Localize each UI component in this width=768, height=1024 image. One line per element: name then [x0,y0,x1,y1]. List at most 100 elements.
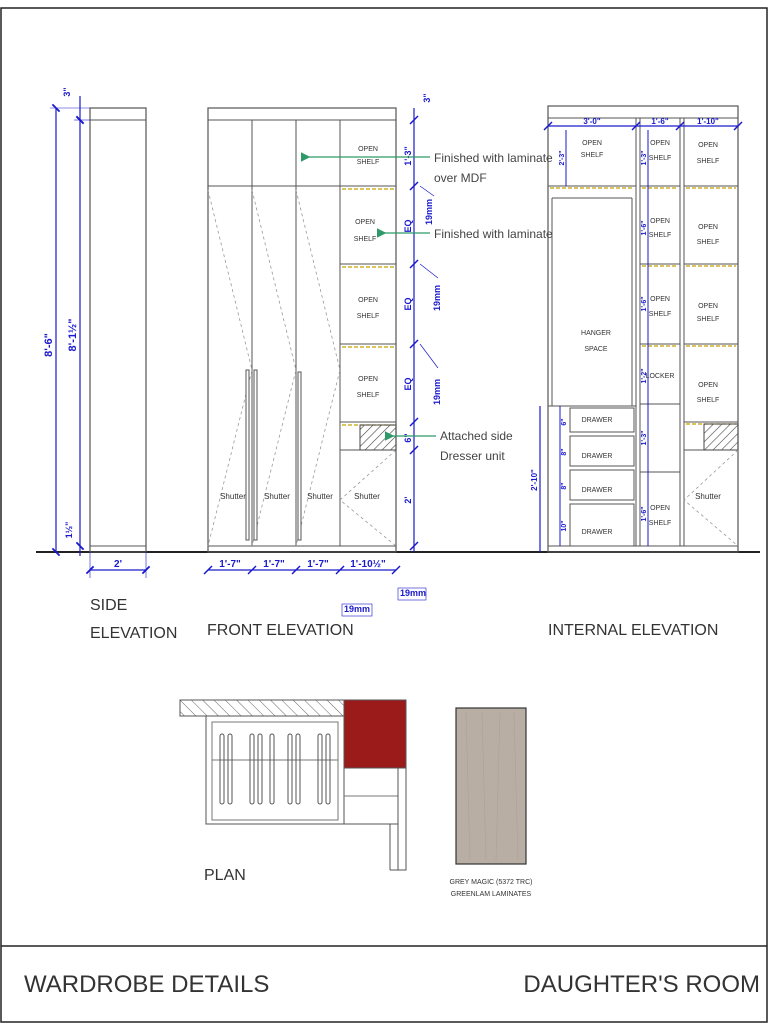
front-shutter-2: Shutter [264,492,290,501]
front-shelf-4-l1: OPEN [358,376,378,383]
int-mid-dim-2: 1'-6" [641,220,648,235]
internal-dresser-hatch [703,423,739,451]
int-small-dim-10: 10" [561,520,568,531]
int-shelf-c1: OPEN [698,142,718,149]
room-title: DAUGHTER'S ROOM [523,971,760,998]
front-dim-eq-2: EQ [403,297,413,310]
front-width-2: 1'-7" [263,559,285,570]
front-dim-2ft: 2' [403,496,413,503]
note-laminate-mdf-2: over MDF [434,171,487,185]
front-dim-top: 3" [422,93,432,102]
side-elevation-title-2: ELEVATION [90,625,177,642]
int-shelf-h2: SHELF [697,397,720,404]
front-dim-6in: 6" [403,433,413,442]
internal-elevation: OPEN SHELF OPEN SHELF OPEN SHELF OPEN SH… [530,105,743,639]
int-shelf-e1: OPEN [698,224,718,231]
int-shelf-e2: SHELF [697,239,720,246]
front-shelf-3-l2: SHELF [357,313,380,320]
int-shelf-a2: SHELF [581,152,604,159]
material-name: GREY MAGIC (5372 TRC) [450,879,533,886]
int-small-dim-6: 6" [561,418,568,425]
side-width-dim: 2' [114,559,122,570]
int-mid-dim-1: 1'-3" [641,150,648,165]
int-shelf-d1: OPEN [650,218,670,225]
int-shelf-i1: OPEN [650,505,670,512]
front-19mm-3: 19mm [432,379,442,405]
front-elevation-title: FRONT ELEVATION [207,622,354,639]
note-laminate-mdf-1: Finished with laminate [434,151,553,165]
int-shelf-f2: SHELF [649,311,672,318]
int-mid-dim-6: 1'-6" [641,506,648,521]
note-dresser-2: Dresser unit [440,449,505,463]
front-shutter-3: Shutter [307,492,333,501]
int-mid-dim-5: 1'-3" [641,430,648,445]
int-shelf-a1: OPEN [582,140,602,147]
material-brand: GREENLAM LAMINATES [451,891,532,898]
side-top-dim: 3" [62,87,72,96]
int-shutter: Shutter [695,492,721,501]
annotations: Finished with laminate over MDF Finished… [300,151,553,463]
internal-outline [547,105,739,553]
int-shelf-f1: OPEN [650,296,670,303]
front-shelf-4-l2: SHELF [357,392,380,399]
material-swatch: GREY MAGIC (5372 TRC) GREENLAM LAMINATES [450,707,533,898]
int-small-dim-8a: 8" [561,448,568,455]
front-shelf-1-l2: SHELF [357,159,380,166]
front-outline [207,107,397,553]
int-shelf-b2: SHELF [649,155,672,162]
side-elevation-title-1: SIDE [90,597,127,614]
int-top-dim-2: 1'-6" [651,117,668,126]
front-dim-top-shelf: 1'-3" [403,146,413,165]
int-drawer-3: DRAWER [582,487,613,494]
front-width-4: 1'-10½" [350,559,386,570]
front-shutter-1: Shutter [220,492,246,501]
int-locker: LOCKER [646,373,675,380]
front-shelf-3-l1: OPEN [358,297,378,304]
plan-accent-block [343,699,407,769]
int-shelf-b1: OPEN [650,140,670,147]
int-top-dim-1: 3'-0" [583,117,600,126]
int-drawer-4: DRAWER [582,529,613,536]
side-base-dim: 1½" [64,522,74,539]
front-shelf-2-l1: OPEN [355,219,375,226]
note-dresser-1: Attached side [440,429,513,443]
int-drawer-2: DRAWER [582,453,613,460]
front-dim-eq-1: EQ [403,219,413,232]
int-top-dim-3: 1'-10" [697,117,719,126]
side-body-height: 8'-1½" [67,319,79,352]
int-shelf-c2: SHELF [697,158,720,165]
front-19mm-1: 19mm [424,199,434,225]
front-width-3: 1'-7" [307,559,329,570]
int-hanger-1: HANGER [581,330,611,337]
plan-top-hatch [179,699,345,717]
front-shelf-2-l2: SHELF [354,236,377,243]
int-hanger-2: SPACE [584,346,608,353]
int-left-dim: 2'-10" [530,469,539,491]
side-elevation: 8'-6" 8'-1½" 3" 1½" 2' SIDE ELEVATION [43,87,177,642]
int-shelf-h1: OPEN [698,382,718,389]
front-shutter-4: Shutter [354,492,380,501]
plan-view: PLAN [179,699,407,884]
int-shelf-i2: SHELF [649,520,672,527]
front-shelf-1-l1: OPEN [358,146,378,153]
front-width-1: 1'-7" [219,559,241,570]
int-small-dim-8b: 8" [561,482,568,489]
front-19mm-bottom-a: 19mm [344,604,370,614]
plan-title: PLAN [204,867,246,884]
front-19mm-2: 19mm [432,285,442,311]
int-mid-dim-3: 1'-6" [641,296,648,311]
internal-elevation-title: INTERNAL ELEVATION [548,622,718,639]
int-shelf-d2: SHELF [649,232,672,239]
drawing-title: WARDROBE DETAILS [24,971,269,998]
int-drawer-1: DRAWER [582,417,613,424]
note-laminate: Finished with laminate [434,227,553,241]
int-shelf-g2: SHELF [697,316,720,323]
int-shelf-g1: OPEN [698,303,718,310]
front-19mm-bottom-b: 19mm [400,588,426,598]
int-top-shelf-dim: 2'-3" [559,150,566,165]
int-mid-dim-4: 1'-2" [641,368,648,383]
side-body [89,107,147,553]
sheet-border [0,7,768,1023]
front-dim-eq-3: EQ [403,377,413,390]
